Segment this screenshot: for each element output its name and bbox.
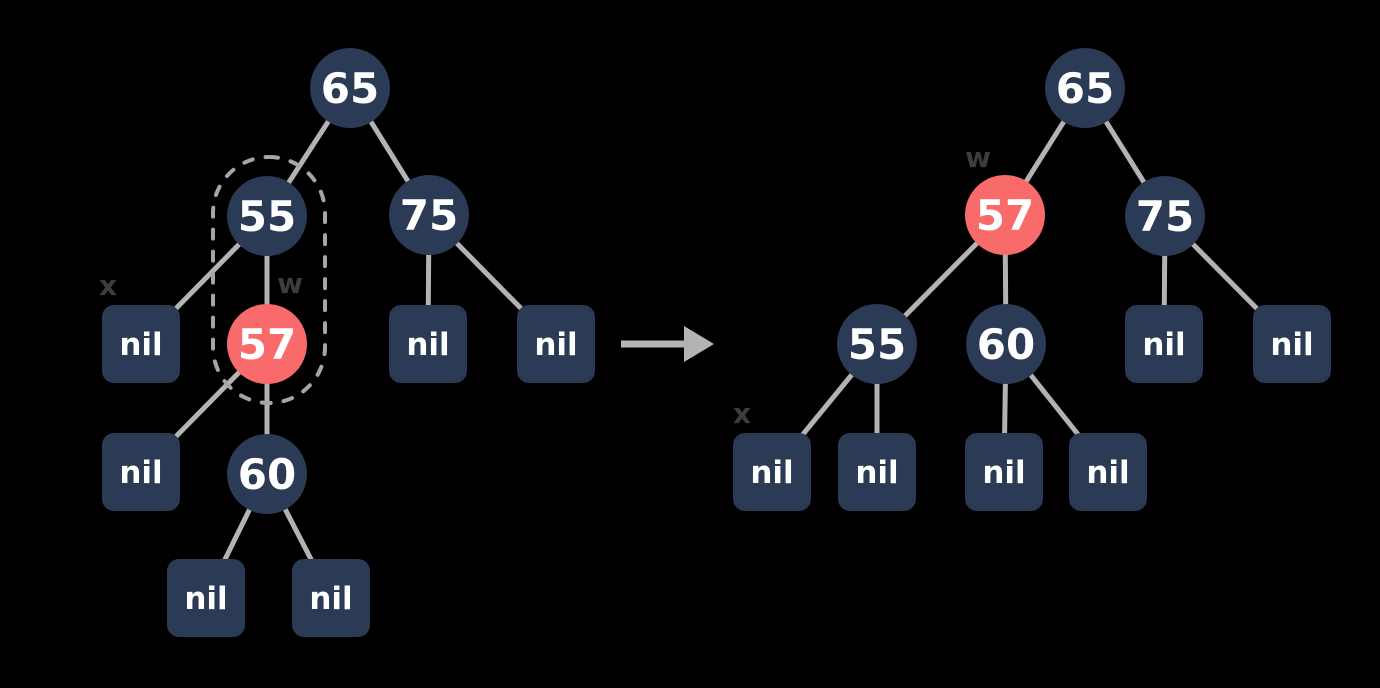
node-55	[227, 176, 307, 256]
node-55	[837, 304, 917, 384]
nil-leaf-label: nil	[855, 455, 898, 491]
node-60-label: 60	[238, 450, 296, 499]
nil-leaf	[292, 559, 370, 637]
nil-leaf-label: nil	[534, 327, 577, 363]
pointer-w-label: w	[965, 141, 991, 174]
nil-leaf	[102, 305, 180, 383]
right-tree: 65 57 75 55 60 nil nil nil nil nil nil w…	[733, 48, 1331, 511]
nil-leaf-label: nil	[750, 455, 793, 491]
arrow-right-icon	[621, 326, 714, 362]
node-75	[389, 175, 469, 255]
node-75	[1125, 176, 1205, 256]
nil-leaf-label: nil	[309, 581, 352, 617]
nil-leaf	[733, 433, 811, 511]
node-65	[1045, 48, 1125, 128]
node-60	[966, 304, 1046, 384]
pointer-w-label: w	[277, 267, 303, 300]
pointer-x-label: x	[99, 269, 117, 302]
node-55-label: 55	[848, 320, 906, 369]
node-75-label: 75	[400, 191, 458, 240]
pointer-x-label: x	[733, 397, 751, 430]
nil-leaf	[102, 433, 180, 511]
nil-leaf	[965, 433, 1043, 511]
nil-leaf-label: nil	[119, 327, 162, 363]
nil-leaf	[517, 305, 595, 383]
node-57-label: 57	[238, 320, 296, 369]
nil-leaf	[1125, 305, 1203, 383]
nil-leaf	[389, 305, 467, 383]
nil-leaf-label: nil	[1142, 327, 1185, 363]
left-tree: 65 55 57 75 60 nil nil nil nil nil nil x…	[99, 48, 595, 637]
node-57-highlighted	[965, 175, 1045, 255]
nil-leaf-label: nil	[184, 581, 227, 617]
node-60	[227, 434, 307, 514]
nil-leaf	[167, 559, 245, 637]
nil-leaf-label: nil	[982, 455, 1025, 491]
dashed-selection-outline	[211, 155, 327, 405]
node-55-label: 55	[238, 192, 296, 241]
node-57-label: 57	[976, 191, 1034, 240]
node-57-highlighted	[227, 304, 307, 384]
nil-leaf-label: nil	[406, 327, 449, 363]
nil-leaf	[1253, 305, 1331, 383]
node-75-label: 75	[1136, 192, 1194, 241]
nil-leaf	[838, 433, 916, 511]
node-65-label: 65	[321, 64, 379, 113]
node-60-label: 60	[977, 320, 1035, 369]
nil-leaf-label: nil	[119, 455, 162, 491]
nil-leaf-label: nil	[1270, 327, 1313, 363]
nil-leaf-label: nil	[1086, 455, 1129, 491]
node-65	[310, 48, 390, 128]
arrow-head	[684, 326, 714, 362]
node-65-label: 65	[1056, 64, 1114, 113]
nil-leaf	[1069, 433, 1147, 511]
